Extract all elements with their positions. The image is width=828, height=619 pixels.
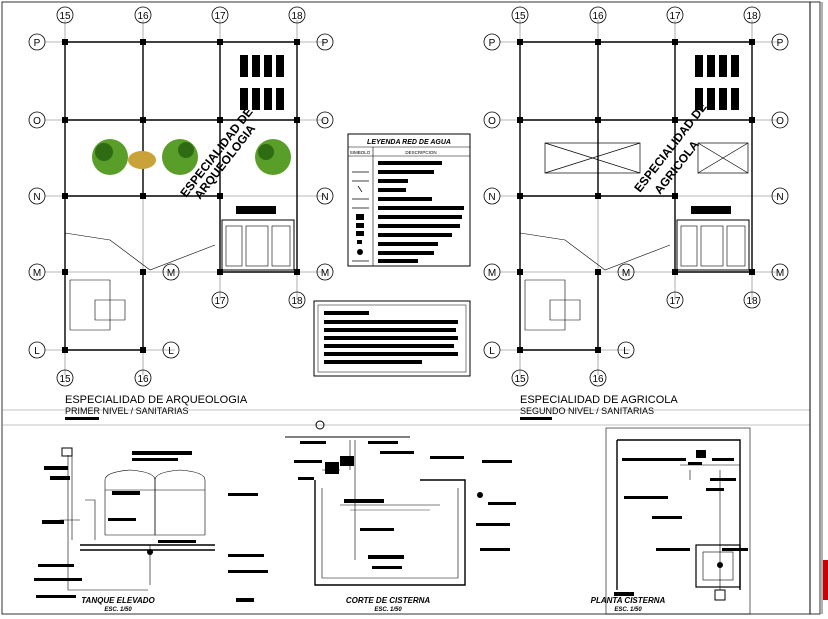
grid-label: L (623, 346, 629, 357)
notes-box (313, 300, 471, 377)
grid-label: 17 (669, 296, 681, 307)
grid-label: N (488, 192, 495, 203)
plan-title: ESPECIALIDAD DE AGRICOLA (520, 394, 678, 406)
grid-label: N (33, 192, 40, 203)
detail-title: TANQUE ELEVADO (81, 596, 155, 605)
grid-label: 16 (592, 11, 604, 22)
void-markers (544, 142, 749, 174)
detail-planta-cisterna: PLANTA CISTERNA ESC. 1/50 (591, 427, 751, 615)
grid-label: O (488, 116, 496, 127)
plan-subtitle: SEGUNDO NIVEL / SANITARIAS (520, 406, 654, 416)
grid-label: L (168, 346, 174, 357)
grid-label: P (489, 38, 496, 49)
grid-label: L (34, 346, 40, 357)
grid-label: N (776, 192, 783, 203)
detail-corte-cisterna: CORTE DE CISTERNA ESC. 1/50 (285, 420, 516, 613)
legend-title: LEYENDA RED DE AGUA (367, 139, 451, 146)
desk-group (240, 55, 284, 110)
legend-box: LEYENDA RED DE AGUA SIMBOLO DESCRIPCION (347, 133, 471, 267)
grid-label: P (322, 38, 329, 49)
plan-subtitle: PRIMER NIVEL / SANITARIAS (65, 406, 189, 416)
grid-label: 17 (669, 11, 681, 22)
detail-scale: ESC. 1/50 (104, 607, 132, 613)
grid-label: O (33, 116, 41, 127)
detail-scale: ESC. 1/50 (614, 607, 642, 613)
grid-label: P (777, 38, 784, 49)
legend-col-symbol: SIMBOLO (350, 150, 371, 155)
detail-tanque-elevado: TANQUE ELEVADO ESC. 1/50 (34, 447, 268, 613)
grid-label: M (776, 268, 784, 279)
grid-label: 15 (514, 11, 526, 22)
grid-label: 17 (214, 11, 226, 22)
grid-label: 16 (592, 374, 604, 385)
grid-label: 18 (746, 296, 758, 307)
grid-label: 15 (59, 374, 71, 385)
grid-label: O (321, 116, 329, 127)
bathroom-block (676, 206, 750, 271)
grid-label: O (776, 116, 784, 127)
grid-label: 18 (291, 296, 303, 307)
detail-title: PLANTA CISTERNA (591, 596, 666, 605)
plan-title: ESPECIALIDAD DE ARQUEOLOGIA (65, 394, 248, 406)
grid-label: M (33, 268, 41, 279)
grid-label: 16 (137, 374, 149, 385)
detail-scale: ESC. 1/50 (374, 607, 402, 613)
grid-label: N (321, 192, 328, 203)
grid-label: L (489, 346, 495, 357)
grid-label: 16 (137, 11, 149, 22)
plan-agricola: ESPECIALIDAD DE AGRICOLA 15 16 17 18 P P… (483, 6, 789, 420)
legend-col-desc: DESCRIPCION (405, 150, 436, 155)
grid-label: M (488, 268, 496, 279)
grid-label: M (321, 268, 329, 279)
grid-label: 15 (59, 11, 71, 22)
grid-label: 18 (746, 11, 758, 22)
grid-label: M (622, 268, 630, 279)
bathroom-block (221, 206, 295, 271)
desk-group (695, 55, 739, 110)
grid-label: 17 (214, 296, 226, 307)
detail-title: CORTE DE CISTERNA (346, 596, 431, 605)
grid-label: M (167, 268, 175, 279)
grid-label: 18 (291, 11, 303, 22)
grid-label: P (34, 38, 41, 49)
grid-label: 15 (514, 374, 526, 385)
tree-icon (92, 139, 291, 175)
plan-arqueologia: ESPECIALIDAD DE ARQUEOLOGIA 15 16 17 18 … (28, 6, 334, 420)
